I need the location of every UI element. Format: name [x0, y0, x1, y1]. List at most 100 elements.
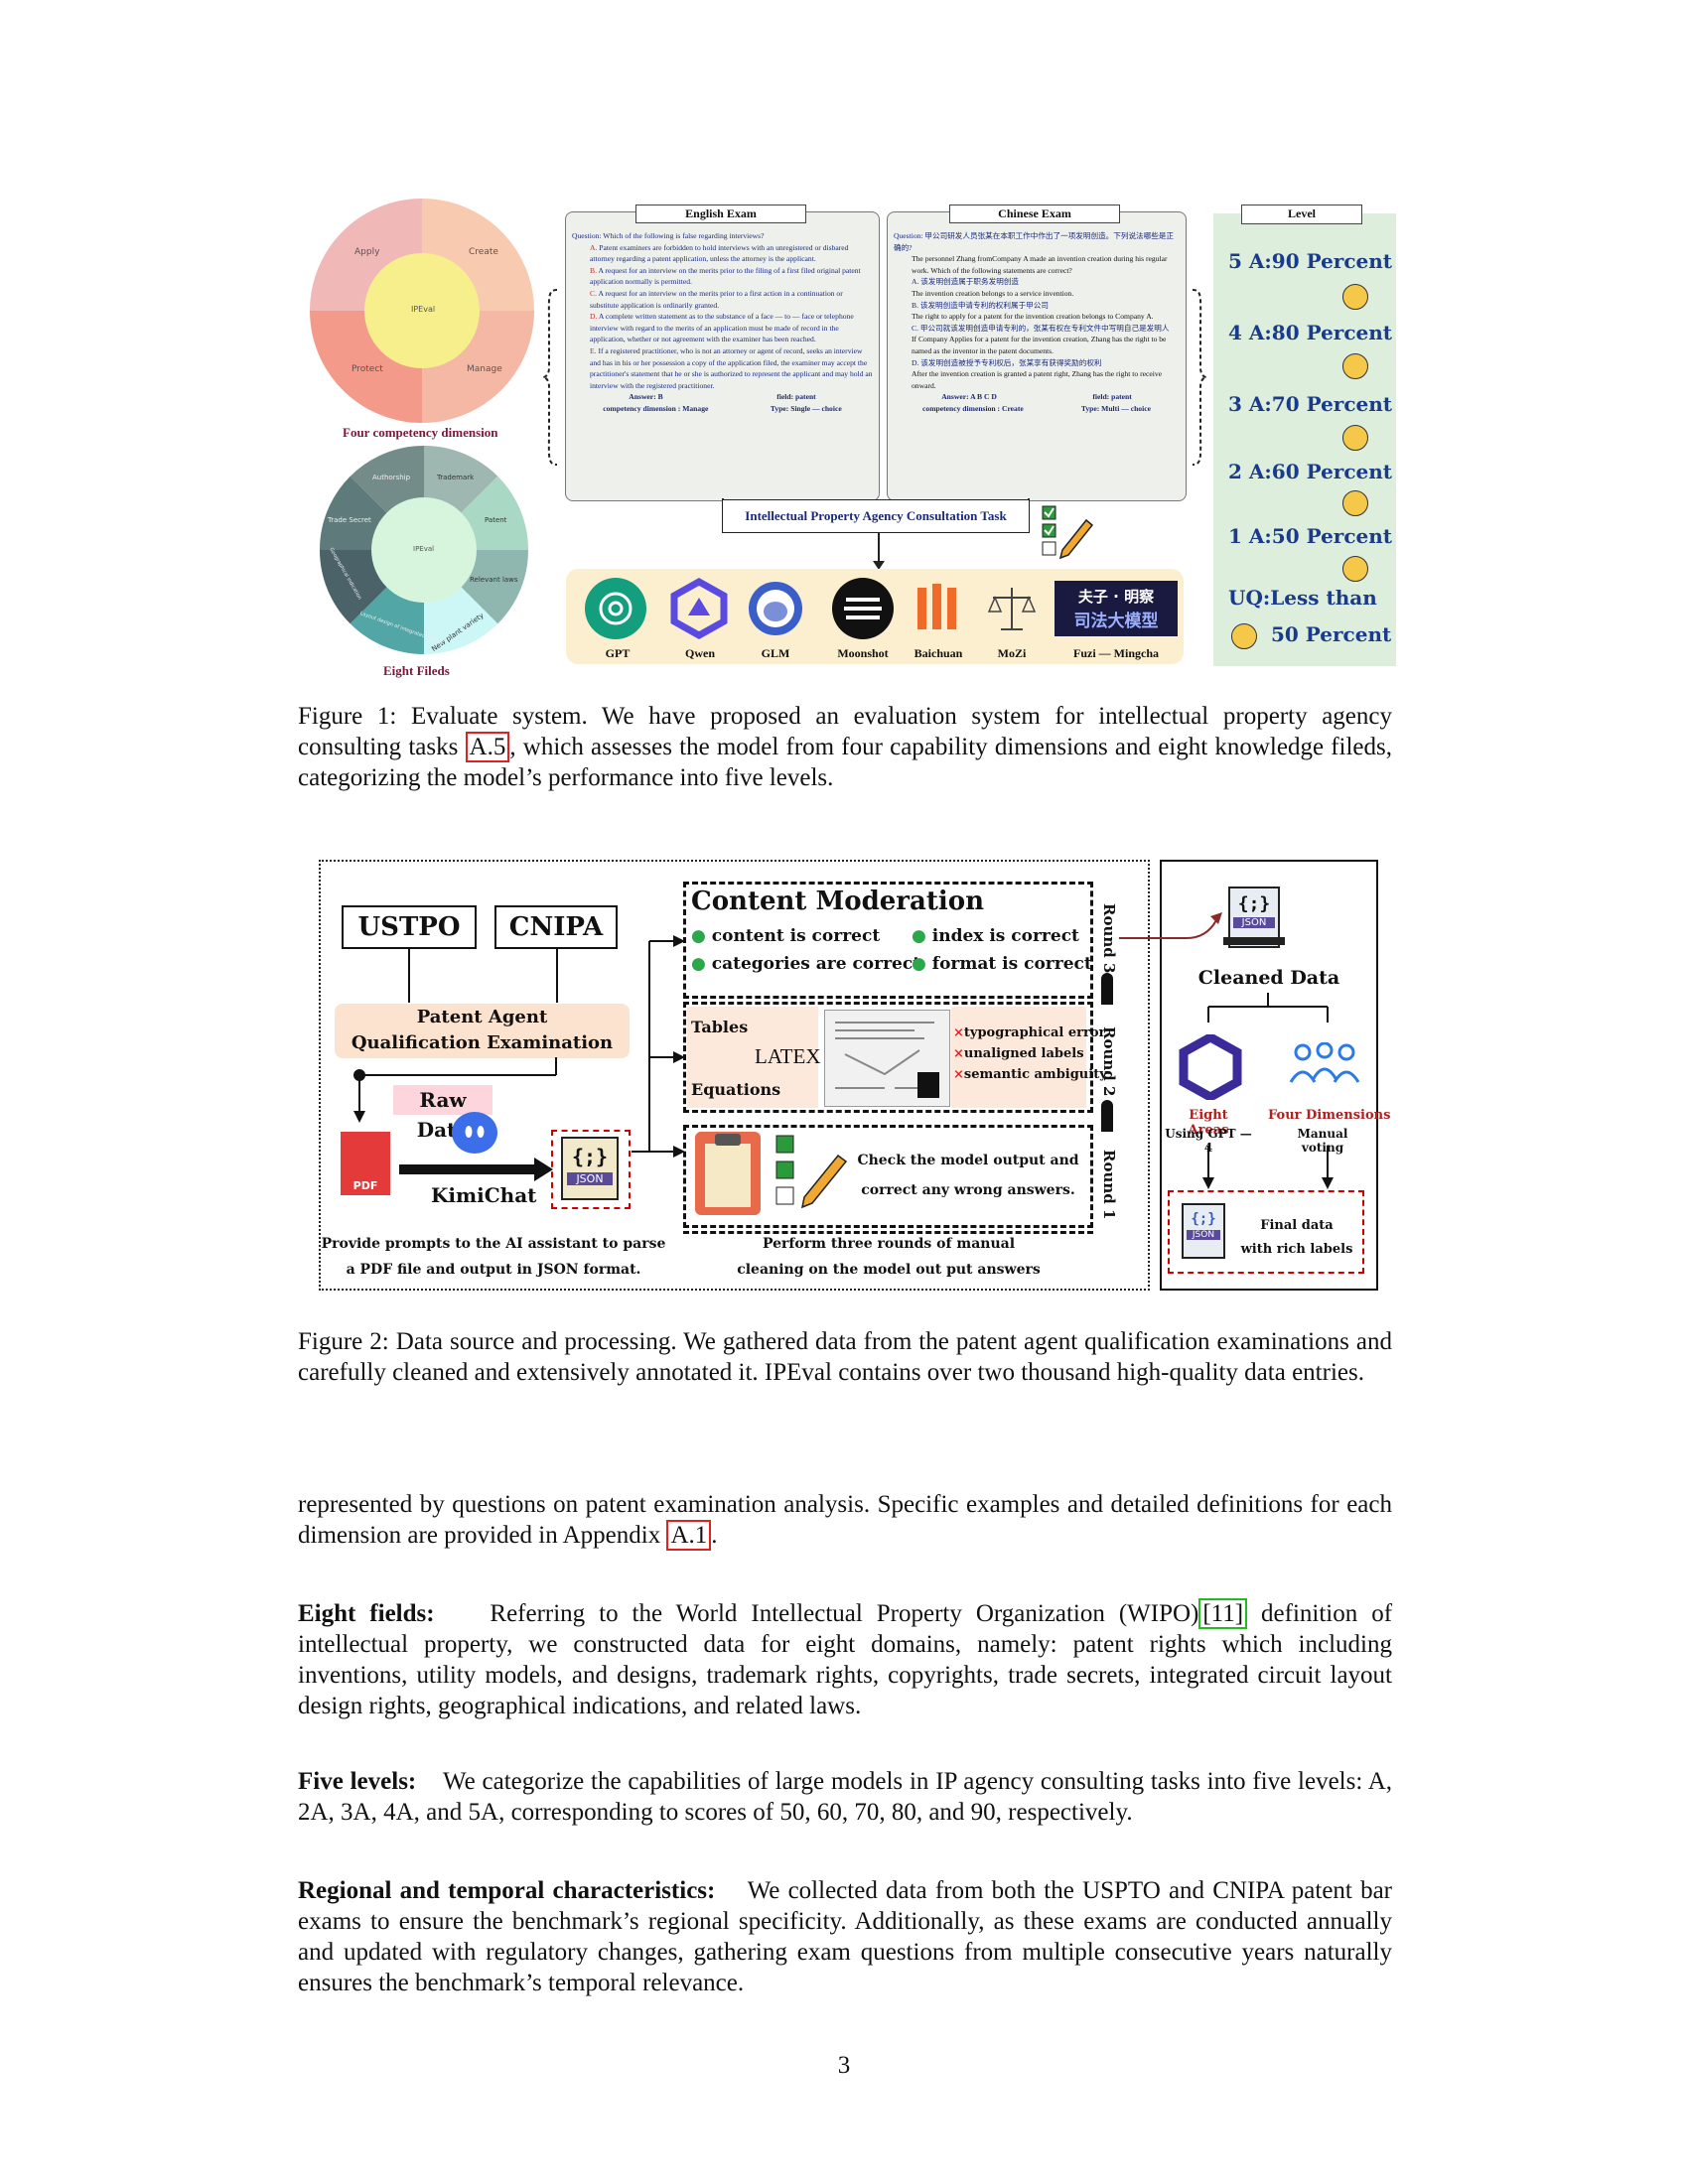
paragraph-five-levels: Five levels: We categorize the capabilit…: [298, 1768, 1393, 1826]
english-option-b: B. A request for an interview on the mer…: [590, 265, 861, 287]
paragraph-appendix: represented by questions on patent exami…: [298, 1491, 1392, 1551]
check-categories: ● categories are correct: [691, 954, 921, 974]
content-moderation-title: Content Moderation: [691, 887, 984, 916]
eight-areas-label: Eight Areas: [1188, 1108, 1229, 1138]
clipboard-icon: [695, 1132, 761, 1215]
fields-wheel: [320, 446, 528, 654]
mozi-logo-icon: [981, 578, 1043, 639]
page-number: 3: [837, 2052, 851, 2079]
left-brace: [542, 289, 558, 466]
round1-label: Round 1: [1100, 1150, 1118, 1220]
model-label-fuzi: Fuzi — Mingcha: [1073, 646, 1159, 660]
figure-1-ref-link[interactable]: A.5: [465, 732, 510, 762]
wipo-citation-link[interactable]: [11]: [1198, 1598, 1248, 1629]
wheel-center-label: IPEval: [411, 305, 436, 314]
raw-data-label: Raw Data: [393, 1085, 492, 1142]
model-label-qwen: Qwen: [685, 646, 715, 660]
model-label-moonshot: Moonshot: [837, 646, 889, 660]
round3-label: Round 3: [1100, 903, 1118, 974]
gpt-logo-icon: [585, 578, 646, 639]
fuzi-mingcha-logo: 夫子 · 明察 司法大模型: [1055, 581, 1178, 636]
pdf-file-icon: PDF: [341, 1132, 390, 1195]
wheel-top-caption: Four competency dimension: [343, 425, 498, 440]
english-exam-body: Question: Which of the following is fals…: [572, 230, 873, 415]
frowning-face-icon: [1342, 490, 1368, 516]
level-uq: UQ:Less than: [1228, 586, 1377, 610]
round3-box: [683, 882, 1093, 999]
round1-box: [683, 1125, 1093, 1228]
field-authorship: Authorship: [372, 474, 411, 481]
chinese-exam-title: Chinese Exam: [949, 205, 1120, 223]
english-option-a: A. Patent examiners are forbidden to hol…: [590, 242, 849, 264]
level-title: Level: [1241, 205, 1362, 224]
task-label: Intellectual Property Agency Consultatio…: [722, 499, 1030, 533]
final-data-box: [1168, 1190, 1364, 1274]
task-arrow: [873, 533, 885, 570]
raw-data-lines: [353, 1057, 557, 1123]
kimichat-arrow: [399, 1158, 553, 1181]
english-option-e: E. If a registered practitioner, who is …: [590, 345, 873, 390]
level-2a: 2 A:60 Percent: [1228, 460, 1393, 483]
qwen-logo-icon: [668, 577, 730, 640]
scanner-base: [1223, 937, 1285, 945]
thinking-face-icon: [1342, 353, 1368, 379]
appendix-ref-link[interactable]: A.1: [666, 1520, 712, 1551]
check-format: ● format is correct: [912, 954, 1092, 974]
level-uq-percent: 50 Percent: [1271, 622, 1392, 646]
line-ustpo: [408, 949, 410, 1003]
right-brace: [1192, 289, 1207, 466]
fearful-face-icon: [1231, 623, 1257, 649]
check-content: ● content is correct: [691, 926, 881, 946]
error-panel: [951, 1007, 1086, 1108]
paragraph-eight-fields: Eight fields: Referring to the World Int…: [298, 1598, 1393, 1719]
chinese-question-en: The personnel Zhang fromCompany A made a…: [912, 254, 1168, 275]
english-exam-card: English Exam Question: Which of the foll…: [565, 205, 880, 501]
competency-wheel: [310, 199, 534, 423]
model-label-glm: GLM: [761, 646, 790, 660]
four-dimensions-label: Four Dimensions: [1268, 1108, 1391, 1123]
english-option-d: D. A complete written statement as to th…: [590, 312, 854, 344]
kimichat-label: KimiChat: [431, 1183, 537, 1207]
level-1a: 1 A:50 Percent: [1228, 524, 1393, 548]
round2-label: Round 2: [1100, 1026, 1118, 1097]
latex-label: LATEX: [755, 1044, 821, 1068]
source-ustpo: USTPO: [342, 905, 477, 949]
wheel-label-apply: Apply: [354, 247, 380, 257]
cleaned-data-label: Cleaned Data: [1197, 967, 1340, 989]
tables-equations-panel: [687, 1007, 818, 1108]
branch-arrows: [632, 935, 685, 1158]
model-label-mozi: MoZi: [997, 646, 1027, 660]
english-option-c: C. A request for an interview on the mer…: [590, 288, 843, 310]
field-trademark: Trademark: [437, 474, 475, 481]
wheel-label-create: Create: [469, 247, 498, 257]
round3-marker: [1101, 973, 1113, 1005]
final-arrows: [1202, 1146, 1334, 1189]
kimichat-bot-icon: [452, 1112, 497, 1154]
english-exam-title: English Exam: [635, 205, 806, 223]
tables-label: Tables: [691, 1018, 749, 1036]
english-question: Question: Which of the following is fals…: [572, 231, 765, 240]
checklist-pencil-icon: [1042, 505, 1094, 560]
figure-1-caption: Figure 1: Evaluate system. We have propo…: [298, 703, 1393, 791]
moonshot-logo-icon: [832, 578, 894, 639]
manual-voting-label: Manual voting: [1297, 1127, 1348, 1155]
json-highlight-box: [551, 1130, 631, 1209]
cleaned-split-lines: [1207, 993, 1329, 1023]
processing-frame: [319, 860, 1150, 1291]
glm-logo-icon: [745, 578, 806, 639]
trash-icon: [917, 1072, 939, 1098]
model-label-gpt: GPT: [605, 646, 631, 660]
paragraph-regional: Regional and temporal characteristics: W…: [298, 1877, 1392, 1996]
mid-divider: [683, 1231, 1093, 1236]
check-index: ● index is correct: [912, 926, 1079, 946]
nerd-face-icon: [1342, 284, 1368, 310]
fields-wheel-center: IPEval: [413, 545, 435, 553]
